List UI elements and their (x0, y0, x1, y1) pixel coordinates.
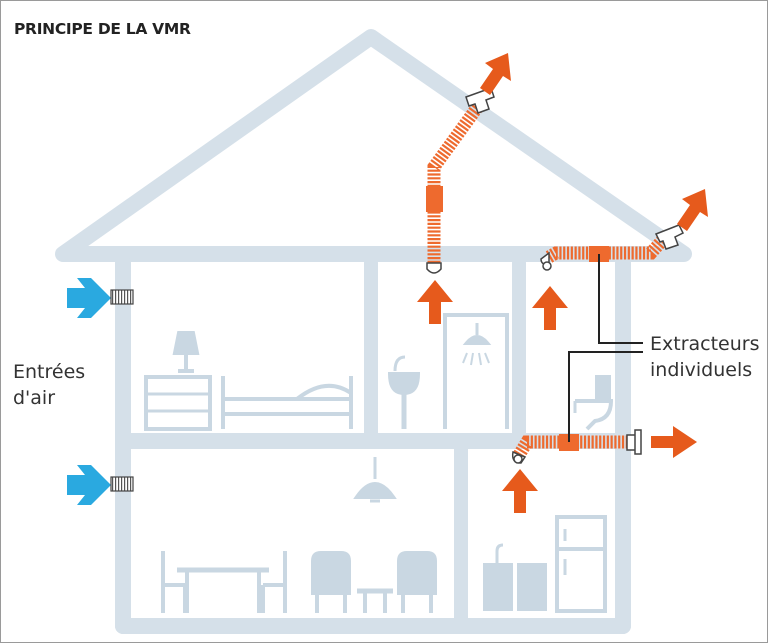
armchair-left-icon (311, 551, 351, 613)
wall-cap-icon (626, 429, 642, 455)
exhaust-arrow-icon (651, 426, 697, 458)
duct-terminal-icon (540, 251, 552, 271)
toilet-icon (573, 375, 614, 431)
extractor-fan-icon (559, 434, 579, 451)
kitchen-counter-icon (483, 543, 547, 611)
duct-toilet-to-roof (545, 229, 673, 263)
air-inlets-label: Entrées d'air (13, 359, 85, 411)
coffee-table-icon (357, 588, 393, 613)
fridge-icon (555, 515, 607, 613)
exhaust-arrow-icon (480, 53, 511, 95)
air-inlets-label-line1: Entrées (13, 361, 86, 383)
furniture (144, 313, 614, 613)
roof (55, 29, 692, 262)
dining-chair-right-icon (261, 551, 287, 613)
extraction-arrows (417, 280, 568, 513)
exhaust-arrow-icon (677, 189, 708, 231)
duct-bathroom-to-roof (427, 101, 485, 263)
nightstand-icon (144, 375, 212, 431)
duct-terminals (426, 87, 685, 464)
extraction-arrow-icon (532, 286, 568, 330)
extraction-arrow-icon (417, 280, 453, 324)
extraction-ducts (426, 101, 673, 459)
dining-table-icon (177, 567, 269, 613)
air-inlet-grille-icon (110, 289, 134, 305)
dining-chair-left-icon (161, 551, 187, 613)
washbasin-icon (387, 355, 421, 429)
air-inlets (67, 278, 134, 505)
air-inlets-label-line2: d'air (13, 387, 56, 409)
ceiling-lamp-icon (353, 457, 397, 503)
air-inlet-arrow-icon (67, 278, 111, 318)
extractors-label: Extracteurs individuels (650, 331, 760, 383)
leader-line-lower (568, 351, 643, 442)
bedside-lamp-icon (172, 331, 200, 373)
exhaust-arrows (480, 53, 708, 458)
duct-terminal-icon (426, 262, 442, 274)
house-structure (55, 29, 692, 634)
duct-kitchen-to-wall (513, 435, 633, 459)
shower-icon (443, 313, 509, 429)
duct-terminal-icon (511, 450, 527, 464)
bed-icon (221, 376, 353, 429)
extractor-fan-icon (426, 186, 443, 212)
roof-cap-icon (654, 224, 685, 250)
leader-line-upper (598, 254, 643, 344)
leader-lines (568, 254, 643, 442)
extractors-label-line1: Extracteurs (650, 333, 760, 355)
armchair-right-icon (397, 551, 437, 613)
extraction-arrow-icon (502, 469, 538, 513)
diagram-title: PRINCIPE DE LA VMR (14, 20, 191, 38)
air-inlet-grille-icon (110, 476, 134, 492)
extractors-label-line2: individuels (650, 359, 753, 381)
air-inlet-arrow-icon (67, 465, 111, 505)
